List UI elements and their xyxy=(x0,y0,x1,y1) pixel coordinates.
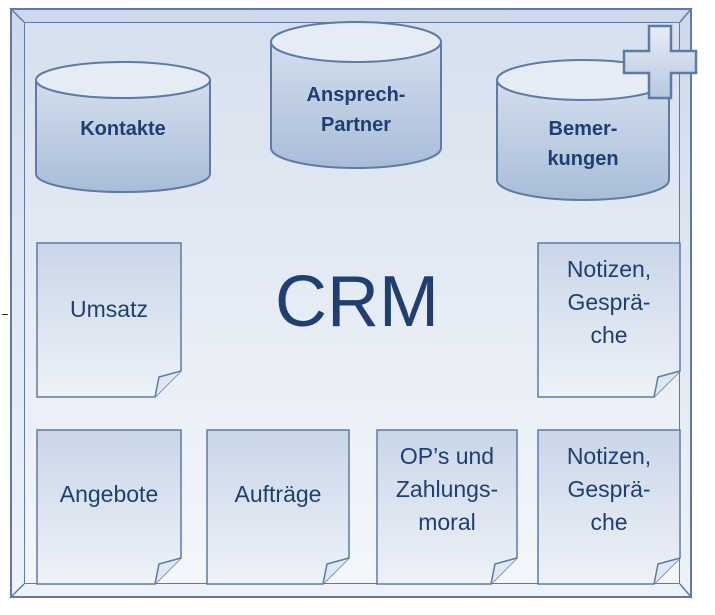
database-ansprechpartner: Ansprech- Partner xyxy=(270,21,442,169)
document-umsatz: Umsatz xyxy=(36,242,182,398)
database-label-line: Ansprech- xyxy=(306,84,406,106)
document-label-line: che xyxy=(590,509,628,535)
database-kontakte: Kontakte xyxy=(35,61,211,193)
database-label-line: kungen xyxy=(547,148,619,170)
document-auftraege: Aufträge xyxy=(206,429,350,585)
database-label-line: Kontakte xyxy=(80,118,166,140)
document-icon xyxy=(537,242,681,398)
document-label-line: Umsatz xyxy=(70,296,148,322)
document-label-line: che xyxy=(590,322,628,348)
document-notizen-1: Notizen, Gesprä- che xyxy=(537,242,681,398)
document-icon xyxy=(36,242,182,398)
crm-title: CRM xyxy=(275,262,439,342)
document-label-line: OP’s und xyxy=(399,443,495,469)
document-label-line: Gesprä- xyxy=(567,289,651,315)
document-icon xyxy=(376,429,518,585)
database-icon xyxy=(496,59,670,201)
document-zahlungsmoral: OP’s und Zahlungs- moral xyxy=(376,429,518,585)
document-label-line: Gesprä- xyxy=(567,476,651,502)
document-label-line: Notizen, xyxy=(566,256,652,282)
document-label-line: Angebote xyxy=(59,481,159,507)
plus-icon xyxy=(622,24,698,100)
left-connector-mark xyxy=(2,314,8,315)
document-label-line: moral xyxy=(418,509,476,535)
document-icon xyxy=(206,429,350,585)
database-icon xyxy=(270,21,442,169)
database-icon xyxy=(35,61,211,193)
document-label-line: Notizen, xyxy=(566,443,652,469)
document-notizen-2: Notizen, Gesprä- che xyxy=(537,429,681,585)
document-angebote: Angebote xyxy=(36,429,182,585)
document-icon xyxy=(537,429,681,585)
database-label-line: Bemer- xyxy=(548,118,618,140)
document-icon xyxy=(36,429,182,585)
document-label-line: Aufträge xyxy=(234,481,322,507)
document-label-line: Zahlungs- xyxy=(395,476,499,502)
database-bemerkungen: Bemer- kungen xyxy=(496,59,670,201)
database-label-line: Partner xyxy=(320,114,392,136)
